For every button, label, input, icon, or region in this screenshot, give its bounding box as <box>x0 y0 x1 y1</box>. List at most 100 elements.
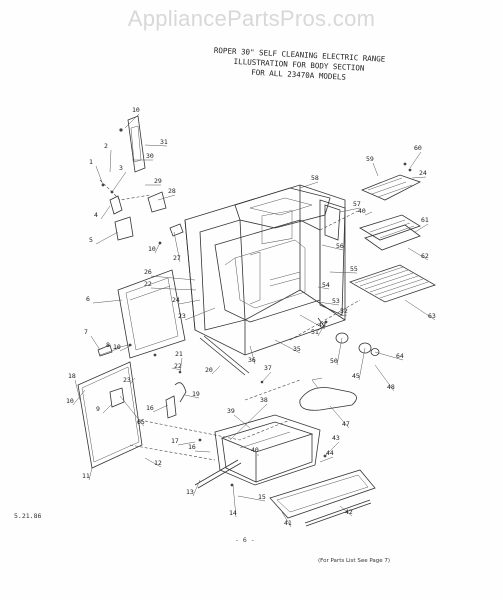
part-number-callout: 6 <box>86 295 90 303</box>
part-number-callout: 21 <box>175 350 183 358</box>
leader-line <box>88 467 93 481</box>
part-number-callout: 10 <box>148 245 156 253</box>
leader-line <box>358 347 366 381</box>
watermark: AppliancePartsPros.com <box>127 6 376 31</box>
part-number-callout: 61 <box>421 216 429 224</box>
leader-line <box>374 364 395 392</box>
leader-line <box>95 231 119 245</box>
part-number-callout: 35 <box>293 345 301 353</box>
leader-line <box>150 275 196 281</box>
leader-line <box>95 165 104 186</box>
part-number-callout: 38 <box>260 396 268 404</box>
oven-rack <box>349 264 436 303</box>
part-number-callout: 13 <box>186 488 194 496</box>
leader-line <box>321 244 344 251</box>
part-number-callout: 47 <box>342 420 350 428</box>
broiler-pan <box>359 214 421 251</box>
hinge-arms <box>165 370 264 419</box>
leader-line <box>119 395 145 427</box>
hinge-rod <box>128 335 250 376</box>
part-number-callout: 24 <box>172 296 180 304</box>
callout-labels: 1031302132928451027585756555453495251506… <box>66 106 436 528</box>
leader-line <box>411 176 427 179</box>
small-brackets <box>99 179 184 245</box>
leader-line <box>364 211 373 216</box>
leader-line <box>192 479 201 497</box>
part-number-callout: 58 <box>311 174 319 182</box>
leader-line <box>72 389 86 406</box>
leader-line <box>150 287 197 291</box>
part-number-callout: 8 <box>106 341 110 349</box>
leader-line <box>229 403 268 441</box>
part-number-callout: 45 <box>352 372 360 380</box>
part-number-callout: 63 <box>428 312 436 320</box>
part-number-callout: 39 <box>227 407 235 415</box>
part-number-callout: 40 <box>251 446 259 454</box>
part-number-callout: 19 <box>192 390 200 398</box>
part-number-callout: 62 <box>421 252 429 260</box>
leader-line <box>339 207 361 213</box>
part-number-callout: 12 <box>154 459 162 467</box>
leader-line <box>281 511 292 528</box>
part-number-callout: 64 <box>396 352 404 360</box>
part-number-callout: 51 <box>311 328 319 336</box>
part-number-callout: 49 <box>318 321 326 329</box>
leader-line <box>111 171 127 193</box>
part-number-callout: 31 <box>160 138 168 146</box>
part-number-callout: 2 <box>104 142 108 150</box>
leader-line <box>317 321 327 337</box>
date-code: 5.21.86 <box>14 512 42 520</box>
leader-line <box>100 205 111 220</box>
part-number-callout: 10 <box>113 343 121 351</box>
storage-drawer <box>214 414 321 486</box>
part-number-callout: 23 <box>178 312 186 320</box>
part-number-callout: 54 <box>322 281 330 289</box>
part-number-callout: 14 <box>229 509 237 517</box>
part-number-callout: 42 <box>345 508 353 516</box>
part-number-callout: 7 <box>84 328 88 336</box>
part-number-callout: 11 <box>82 472 90 480</box>
part-number-callout: 16 <box>188 443 196 451</box>
leader-line <box>372 162 379 177</box>
bake-element <box>299 377 357 411</box>
leader-line <box>261 371 272 383</box>
leader-line <box>324 441 340 457</box>
leader-line <box>173 231 181 263</box>
part-number-callout: 56 <box>336 242 344 250</box>
parts-list-footnote: (For Parts List See Page 7) <box>318 558 391 564</box>
leader-line <box>299 314 326 330</box>
leader-line <box>90 335 101 351</box>
leader-line <box>274 339 301 354</box>
leader-line <box>317 301 340 306</box>
leader-line <box>336 337 343 366</box>
leader-line <box>102 403 113 414</box>
part-number-callout: 4 <box>94 211 98 219</box>
leader-line <box>179 357 183 373</box>
rear-bracket <box>119 115 146 173</box>
leader-line <box>152 404 169 413</box>
part-number-callout: 26 <box>144 268 152 276</box>
part-number-callout: 16 <box>146 404 154 412</box>
part-number-callout: 28 <box>168 187 176 195</box>
leader-line <box>92 299 123 304</box>
part-number-callout: 55 <box>350 265 358 273</box>
part-number-callout: 5 <box>89 236 93 244</box>
leader-line <box>211 365 221 375</box>
drawer-front <box>269 469 376 519</box>
part-number-callout: 18 <box>68 372 76 380</box>
leader-line <box>129 377 136 385</box>
part-number-callout: 22 <box>174 362 182 370</box>
leader-line <box>414 223 429 233</box>
guide-lines <box>129 209 361 461</box>
part-number-callout: 40 <box>358 207 366 215</box>
part-number-callout: 50 <box>330 357 338 365</box>
leader-line <box>232 484 237 518</box>
leader-line <box>119 344 133 352</box>
leader-line <box>404 299 436 321</box>
part-number-callout: 23 <box>123 376 131 384</box>
leader-line <box>329 405 350 429</box>
part-number-callout: 59 <box>366 155 374 163</box>
leader-line <box>124 113 140 129</box>
part-number-callout: 1 <box>89 158 93 166</box>
